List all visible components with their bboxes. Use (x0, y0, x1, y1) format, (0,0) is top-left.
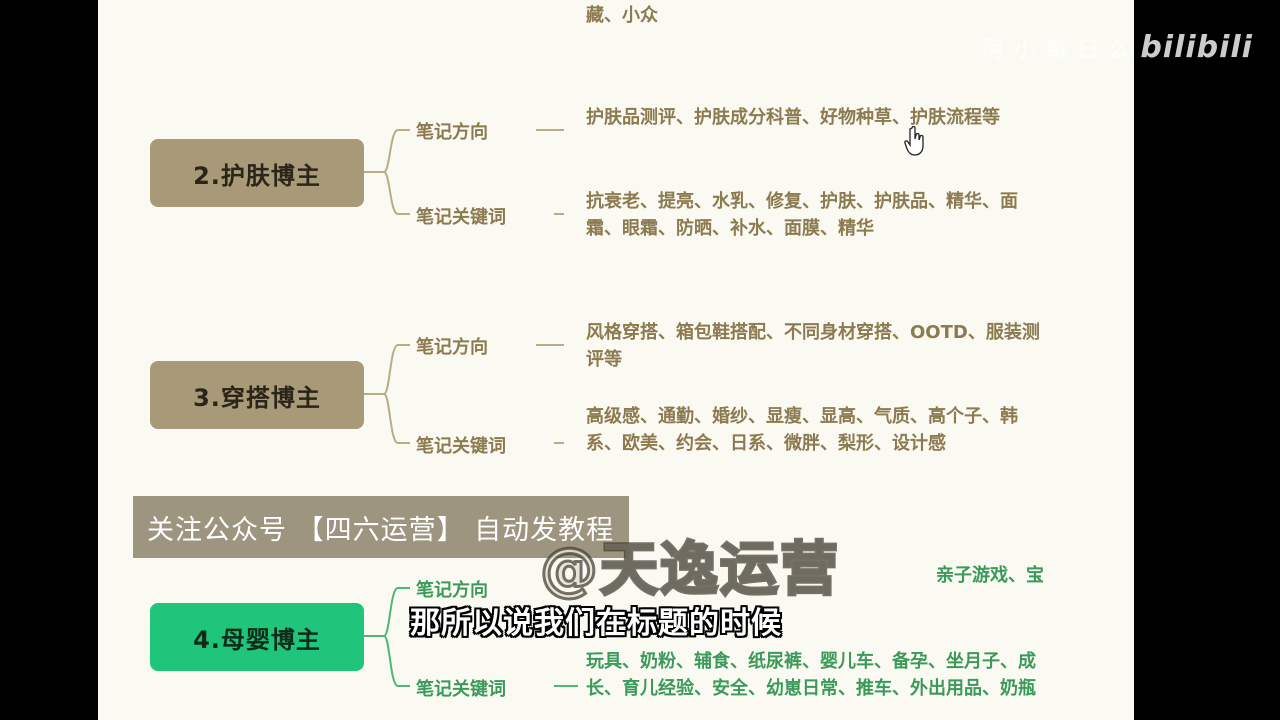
topic-outfit-keyword-label: 笔记关键词 (416, 436, 506, 457)
top-fragment-text: 藏、小众 (586, 5, 658, 26)
mindmap-connectors (364, 129, 578, 687)
topic-skincare-direction-text: 护肤品测评、护肤成分科普、好物种草、护肤流程等 (586, 107, 1000, 128)
right-letterbox (1134, 0, 1280, 720)
topic-parenting-direction-text: 亲子游戏、宝 (936, 565, 1044, 586)
logo-brand: bilibili (1140, 30, 1253, 65)
topic-outfit-direction-text: 风格穿搭、箱包鞋搭配、不同身材穿搭、OOTD、服装测评等 (586, 322, 1040, 370)
creator-watermark: @天逸运营 (538, 534, 841, 605)
connector-topic3 (364, 344, 410, 444)
topic-skincare-direction-label: 笔记方向 (416, 122, 488, 143)
logo-prefix: 阿 小 每 日 么 (982, 38, 1132, 63)
topic-skincare-node[interactable]: 2.护肤博主 (150, 139, 364, 207)
topic-parenting-direction-label: 笔记方向 (416, 580, 488, 601)
topic-outfit-keyword-text: 高级感、通勤、婚纱、显瘦、显高、气质、高个子、韩系、欧美、约会、日系、微胖、梨形… (586, 406, 1018, 454)
topic-outfit-node[interactable]: 3.穿搭博主 (150, 361, 364, 429)
connector-topic4 (364, 587, 410, 687)
follow-banner: 关注公众号 【四六运营】 自动发教程 (133, 496, 629, 558)
topic-parenting-keyword-label: 笔记关键词 (416, 679, 506, 700)
topic-skincare-keyword-text: 抗衰老、提亮、水乳、修复、护肤、护肤品、精华、面霜、眼霜、防晒、补水、面膜、精华 (586, 191, 1018, 239)
connector-topic2 (364, 129, 410, 215)
topic-parenting-keyword-text: 玩具、奶粉、辅食、纸尿裤、婴儿车、备孕、坐月子、成长、育儿经验、安全、幼崽日常、… (586, 651, 1036, 699)
left-letterbox (0, 0, 98, 720)
bilibili-logo: 阿 小 每 日 么 bilibili (982, 30, 1253, 65)
mindmap-page: 藏、小众 2.护肤博主 笔记方向 护肤品测评、护肤成分科普、好物种草、护肤流程等… (98, 0, 1134, 720)
video-subtitle: 那所以说我们在标题的时候 (410, 606, 782, 641)
hand-cursor-icon (904, 126, 924, 156)
topic-outfit-direction-label: 笔记方向 (416, 337, 488, 358)
topic-parenting-node[interactable]: 4.母婴博主 (150, 603, 364, 671)
topic-skincare-keyword-label: 笔记关键词 (416, 207, 506, 228)
